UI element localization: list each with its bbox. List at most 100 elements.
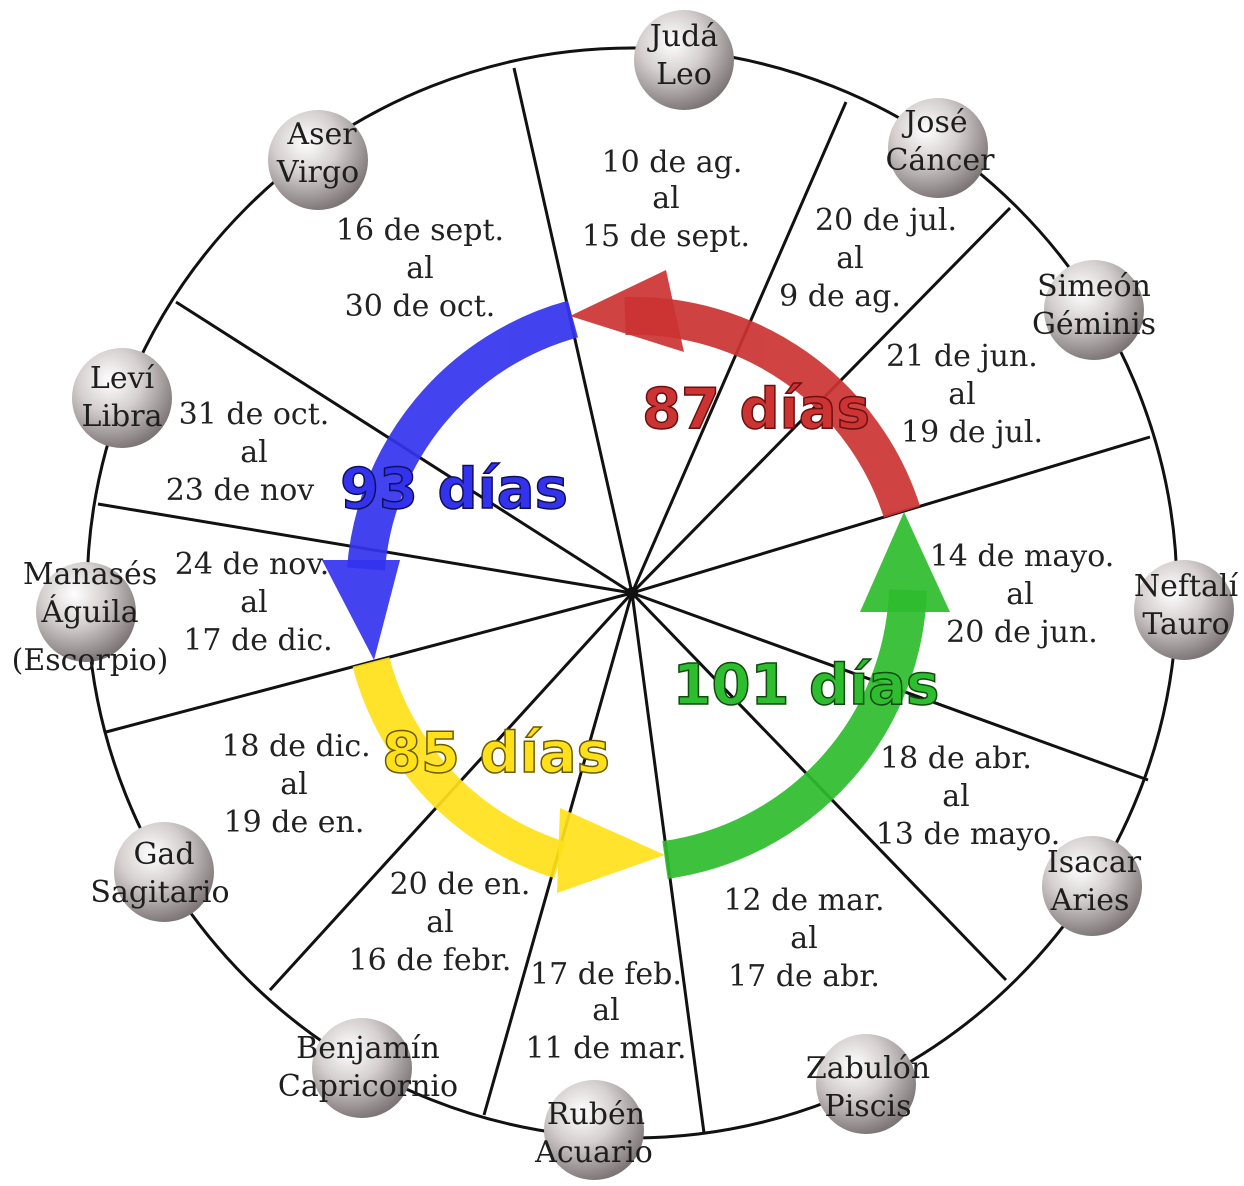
period-libra: 31 de oct. al 23 de nov <box>166 397 330 508</box>
pearl-icon <box>816 1034 916 1134</box>
tribe-name: Judá <box>647 19 719 54</box>
period-start: 14 de mayo. <box>930 539 1115 574</box>
green-arrowhead <box>860 512 950 612</box>
period-cancer: 20 de jul. al 9 de ag. <box>779 203 957 314</box>
sector-boundary <box>105 591 633 734</box>
red-arrowhead <box>570 270 684 352</box>
period-end: 9 de ag. <box>779 279 901 314</box>
period-sagitario: 18 de dic. al 19 de en. <box>221 729 370 840</box>
period-start: 20 de en. <box>390 867 531 902</box>
period-mid: al <box>426 905 453 940</box>
period-start: 12 de mar. <box>723 883 884 918</box>
tribe-name: Manasés <box>23 557 157 592</box>
period-tauro: 14 de mayo. al 20 de jun. <box>930 539 1115 650</box>
period-end: 13 de mayo. <box>876 817 1061 852</box>
period-end: 15 de sept. <box>582 219 750 254</box>
period-end: 16 de febr. <box>349 943 512 978</box>
period-mid: al <box>942 779 969 814</box>
period-end: 19 de en. <box>224 805 365 840</box>
tribe-name: José <box>901 105 967 140</box>
tribe-levi: Leví Libra <box>72 348 172 448</box>
tribe-name: Zabulón <box>806 1051 930 1086</box>
period-mid: al <box>836 241 863 276</box>
period-start: 10 de ag. <box>602 145 743 180</box>
tribe-ruben: Rubén Acuario <box>534 1080 653 1180</box>
blue-arrowhead <box>322 560 400 660</box>
tribe-zabulon: Zabulón Piscis <box>806 1034 930 1134</box>
period-geminis: 21 de jun. al 19 de jul. <box>886 339 1043 450</box>
center-point <box>626 587 638 599</box>
period-capricornio: 20 de en. al 16 de febr. <box>349 867 531 978</box>
pearl-icon <box>36 562 136 662</box>
yellow-arc <box>352 657 566 879</box>
period-mid: al <box>948 377 975 412</box>
tribe-name: Neftalí <box>1134 569 1239 604</box>
tribe-name: Aser <box>286 117 357 152</box>
period-piscis: 12 de mar. al 17 de abr. <box>723 883 884 994</box>
period-start: 20 de jul. <box>815 203 957 238</box>
blue-arc <box>347 300 579 571</box>
tribe-name: Gad <box>133 837 194 872</box>
pearl-icon <box>888 98 988 198</box>
tribe-simeon: Simeón Géminis <box>1032 260 1156 360</box>
pearl-icon <box>1134 560 1234 660</box>
period-mid: al <box>240 435 267 470</box>
span-label-blue: 93 días <box>340 457 568 522</box>
period-start: 21 de jun. <box>886 339 1038 374</box>
pearl-icon <box>72 348 172 448</box>
green-arc <box>662 589 927 879</box>
period-acuario: 17 de feb. al 11 de mar. <box>525 957 686 1066</box>
tribe-sign: Acuario <box>534 1135 653 1170</box>
tribe-sign: Tauro <box>1142 607 1229 642</box>
period-leo: 10 de ag. al 15 de sept. <box>582 145 750 254</box>
pearl-icon <box>1042 836 1142 936</box>
tribe-jose: José Cáncer <box>885 98 995 198</box>
period-end: 30 de oct. <box>345 289 496 324</box>
period-mid: al <box>280 767 307 802</box>
tribe-sign: Virgo <box>276 155 359 190</box>
period-end: 20 de jun. <box>946 615 1098 650</box>
yellow-arrowhead <box>557 808 665 893</box>
tribe-name: Isacar <box>1047 845 1142 880</box>
period-end: 23 de nov <box>166 473 315 508</box>
tribe-sign: Géminis <box>1032 307 1156 342</box>
pearl-icon <box>114 822 214 922</box>
tribe-aser: Aser Virgo <box>268 110 368 210</box>
span-label-yellow: 85 días <box>382 721 610 786</box>
period-escorpio: 24 de nov. al 17 de dic. <box>175 547 333 658</box>
tribe-name: Simeón <box>1037 269 1151 304</box>
period-mid: al <box>406 251 433 286</box>
tribe-sign: Piscis <box>825 1089 912 1124</box>
period-aries: 18 de abr. al 13 de mayo. <box>876 741 1061 852</box>
period-mid: al <box>240 585 267 620</box>
period-start: 17 de feb. <box>530 957 682 992</box>
tribe-gad: Gad Sagitario <box>90 822 230 922</box>
tribe-sign: Capricornio <box>278 1069 458 1104</box>
period-mid: al <box>592 993 619 1028</box>
period-mid: al <box>790 921 817 956</box>
pearl-icon <box>544 1080 644 1180</box>
tribe-isacar: Isacar Aries <box>1042 836 1142 936</box>
period-mid: al <box>652 181 679 216</box>
tribe-juda: Judá Leo <box>634 10 734 110</box>
period-start: 31 de oct. <box>179 397 330 432</box>
tribe-sign: Sagitario <box>90 875 229 910</box>
pearl-icon <box>268 110 368 210</box>
tribe-name: Rubén <box>547 1097 645 1132</box>
period-start: 16 de sept. <box>336 213 504 248</box>
tribe-name: Leví <box>90 361 155 396</box>
tribe-sign: Libra <box>82 399 163 434</box>
period-start: 24 de nov. <box>175 547 330 582</box>
period-end: 19 de jul. <box>901 415 1043 450</box>
period-end: 11 de mar. <box>525 1031 686 1066</box>
span-label-green: 101 días <box>673 653 940 718</box>
tribe-benjamin: Benjamín Capricornio <box>278 1018 458 1118</box>
period-end: 17 de abr. <box>728 959 880 994</box>
period-mid: al <box>1006 577 1033 612</box>
period-start: 18 de dic. <box>221 729 370 764</box>
pearl-icon <box>312 1018 412 1118</box>
period-virgo: 16 de sept. al 30 de oct. <box>336 213 504 324</box>
tribe-manases: Manasés Águila (Escorpio) <box>12 557 169 678</box>
tribe-sign: Aries <box>1050 883 1130 918</box>
tribe-name: Benjamín <box>296 1031 440 1066</box>
